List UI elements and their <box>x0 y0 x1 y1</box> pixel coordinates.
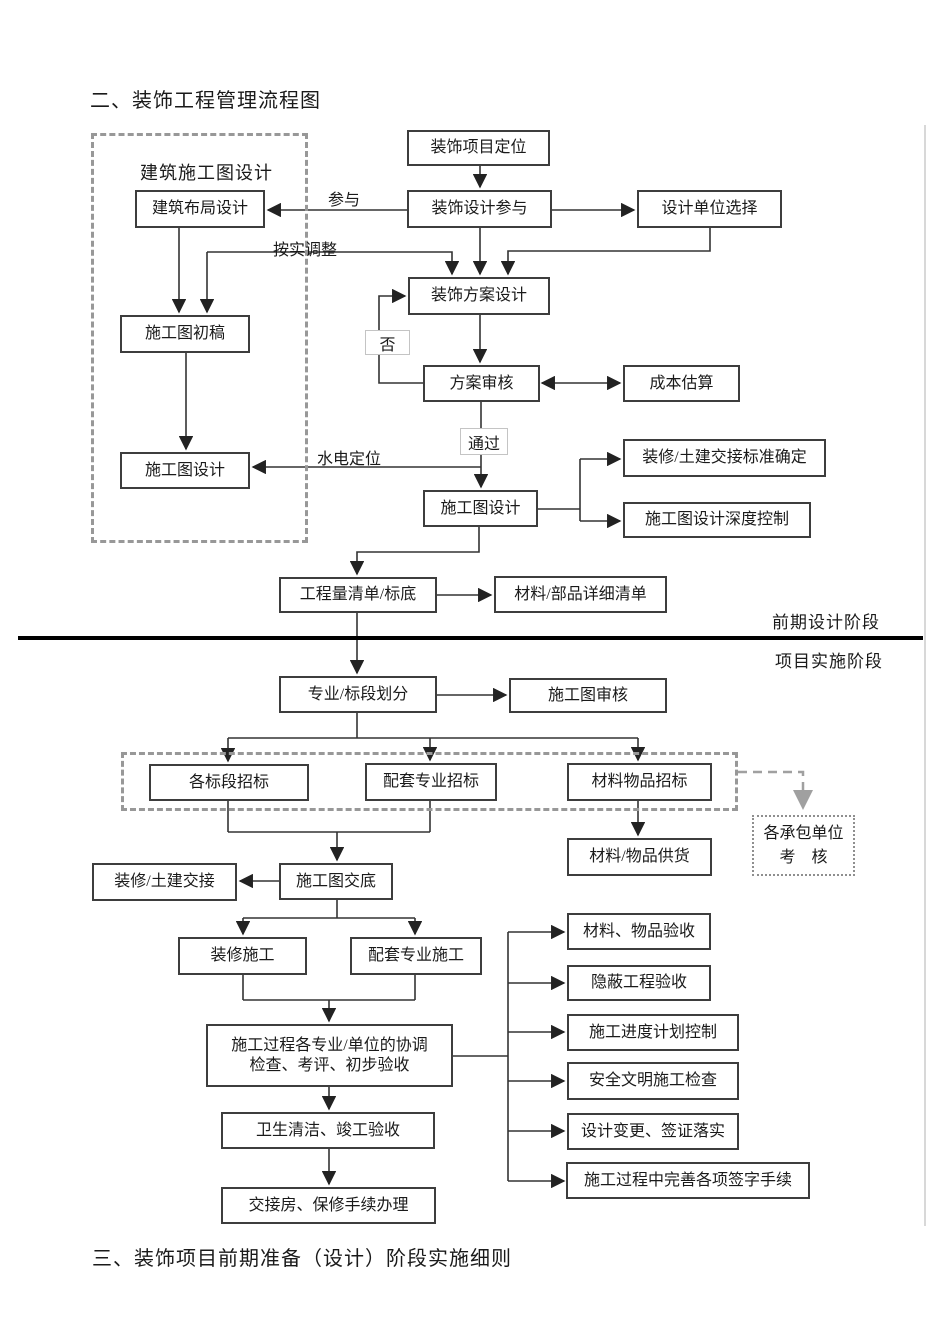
coordination-line1: 施工过程各专业/单位的协调 <box>231 1036 428 1054</box>
contractor-assessment-line2: 考 核 <box>779 848 828 866</box>
node-boq-base: 工程量清单/标底 <box>279 577 437 613</box>
node-material-tender: 材料物品招标 <box>567 763 712 801</box>
node-cleaning-acceptance: 卫生清洁、竣工验收 <box>221 1112 435 1149</box>
edge-label-water-electric-positioning: 水电定位 <box>317 451 382 468</box>
node-handover-standard: 装修/土建交接标准确定 <box>623 439 826 477</box>
node-scheme-review: 方案审核 <box>423 365 540 402</box>
node-schedule-control: 施工进度计划控制 <box>567 1014 739 1051</box>
contractor-assessment-line1: 各承包单位 <box>763 824 844 842</box>
edge-label-pass: 通过 <box>460 428 508 455</box>
coordination-line2: 检查、考评、初步验收 <box>249 1056 410 1074</box>
node-supporting-tender: 配套专业招标 <box>365 763 497 801</box>
node-building-layout-design: 建筑布局设计 <box>135 190 265 228</box>
node-drawing-depth-control: 施工图设计深度控制 <box>623 502 811 538</box>
node-cost-estimate: 成本估算 <box>623 365 740 402</box>
edge-label-participate: 参与 <box>328 192 361 209</box>
node-drawing-design-left: 施工图设计 <box>120 452 250 489</box>
group-box-tendering <box>121 752 738 811</box>
node-section-tender: 各标段招标 <box>149 764 309 801</box>
node-handover-warranty: 交接房、保修手续办理 <box>221 1187 436 1224</box>
node-drawing-disclosure: 施工图交底 <box>279 863 393 900</box>
node-design-change: 设计变更、签证落实 <box>567 1113 739 1150</box>
stage-label-implementation: 项目实施阶段 <box>775 652 883 671</box>
node-drawing-design-center: 施工图设计 <box>423 490 538 527</box>
node-signature-procedures: 施工过程中完善各项签字手续 <box>566 1162 810 1199</box>
node-material-supply: 材料/物品供货 <box>567 838 712 876</box>
node-design-unit-selection: 设计单位选择 <box>637 190 782 228</box>
edge-label-no: 否 <box>365 330 410 355</box>
node-scheme-design: 装饰方案设计 <box>408 277 550 315</box>
node-decoration-construction: 装修施工 <box>178 937 307 975</box>
node-material-parts-list: 材料/部品详细清单 <box>494 576 667 613</box>
stage-label-design: 前期设计阶段 <box>772 613 880 632</box>
node-drawing-review: 施工图审核 <box>509 678 667 713</box>
group-box-construction-drawing-design <box>91 133 308 543</box>
node-project-positioning: 装饰项目定位 <box>407 130 550 166</box>
edge-label-adjust-per-actual: 按实调整 <box>273 242 338 259</box>
section-title-next: 三、装饰项目前期准备（设计）阶段实施细则 <box>92 1248 512 1270</box>
node-supporting-construction: 配套专业施工 <box>350 937 482 975</box>
node-safety-inspection: 安全文明施工检查 <box>567 1062 739 1100</box>
section-title-flowchart: 二、装饰工程管理流程图 <box>90 90 321 112</box>
node-design-participation: 装饰设计参与 <box>407 190 552 228</box>
node-material-acceptance: 材料、物品验收 <box>567 913 711 950</box>
node-coordination-check: 施工过程各专业/单位的协调 检查、考评、初步验收 <box>206 1024 453 1087</box>
node-drawing-draft: 施工图初稿 <box>120 315 250 353</box>
node-specialty-division: 专业/标段划分 <box>279 676 437 713</box>
node-concealed-acceptance: 隐蔽工程验收 <box>567 965 711 1001</box>
node-decoration-civil-handover: 装修/土建交接 <box>92 863 237 901</box>
group-label-construction-drawing-design: 建筑施工图设计 <box>140 163 273 183</box>
node-contractor-assessment: 各承包单位 考 核 <box>752 815 855 876</box>
